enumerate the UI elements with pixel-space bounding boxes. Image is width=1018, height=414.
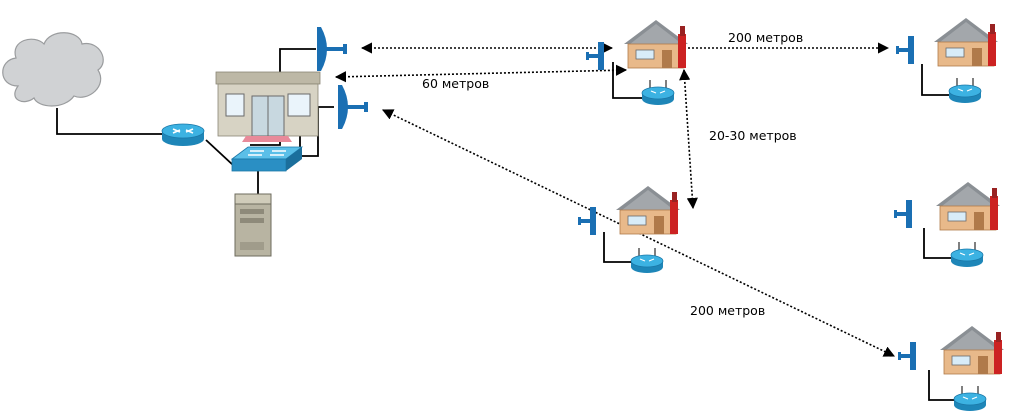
house-icon	[933, 17, 999, 67]
house-5	[898, 325, 1005, 412]
office-antenna-bottom	[338, 85, 368, 129]
house-icon	[935, 181, 1001, 231]
house-3	[896, 17, 999, 104]
home-router-icon	[630, 247, 664, 274]
core-router-icon	[161, 123, 205, 147]
switch-icon	[231, 146, 303, 172]
home-router-icon	[953, 385, 987, 412]
distance-label-top: 200 метров	[728, 30, 803, 45]
distance-label-office-house: 60 метров	[422, 76, 489, 91]
cloud-icon	[2, 32, 104, 107]
antenna-icon	[894, 200, 912, 228]
distance-label-diagonal: 200 метров	[690, 303, 765, 318]
house-icon	[615, 185, 681, 235]
wireless-links	[334, 42, 896, 357]
office-antenna-top	[317, 27, 347, 71]
house-2	[578, 185, 681, 274]
home-router-icon	[948, 77, 982, 104]
house-icon	[623, 19, 689, 69]
antenna-icon	[578, 207, 596, 235]
house-4	[894, 181, 1001, 268]
server-icon	[234, 193, 272, 257]
antenna-icon	[896, 36, 914, 64]
antenna-icon	[898, 342, 916, 370]
home-router-icon	[950, 241, 984, 268]
house-1	[586, 19, 689, 106]
antenna-icon	[586, 42, 604, 70]
home-router-icon	[641, 79, 675, 106]
house-icon	[939, 325, 1005, 375]
distance-label-vertical: 20-30 метров	[709, 128, 797, 143]
wired-links	[56, 48, 958, 401]
office-building	[215, 71, 321, 143]
